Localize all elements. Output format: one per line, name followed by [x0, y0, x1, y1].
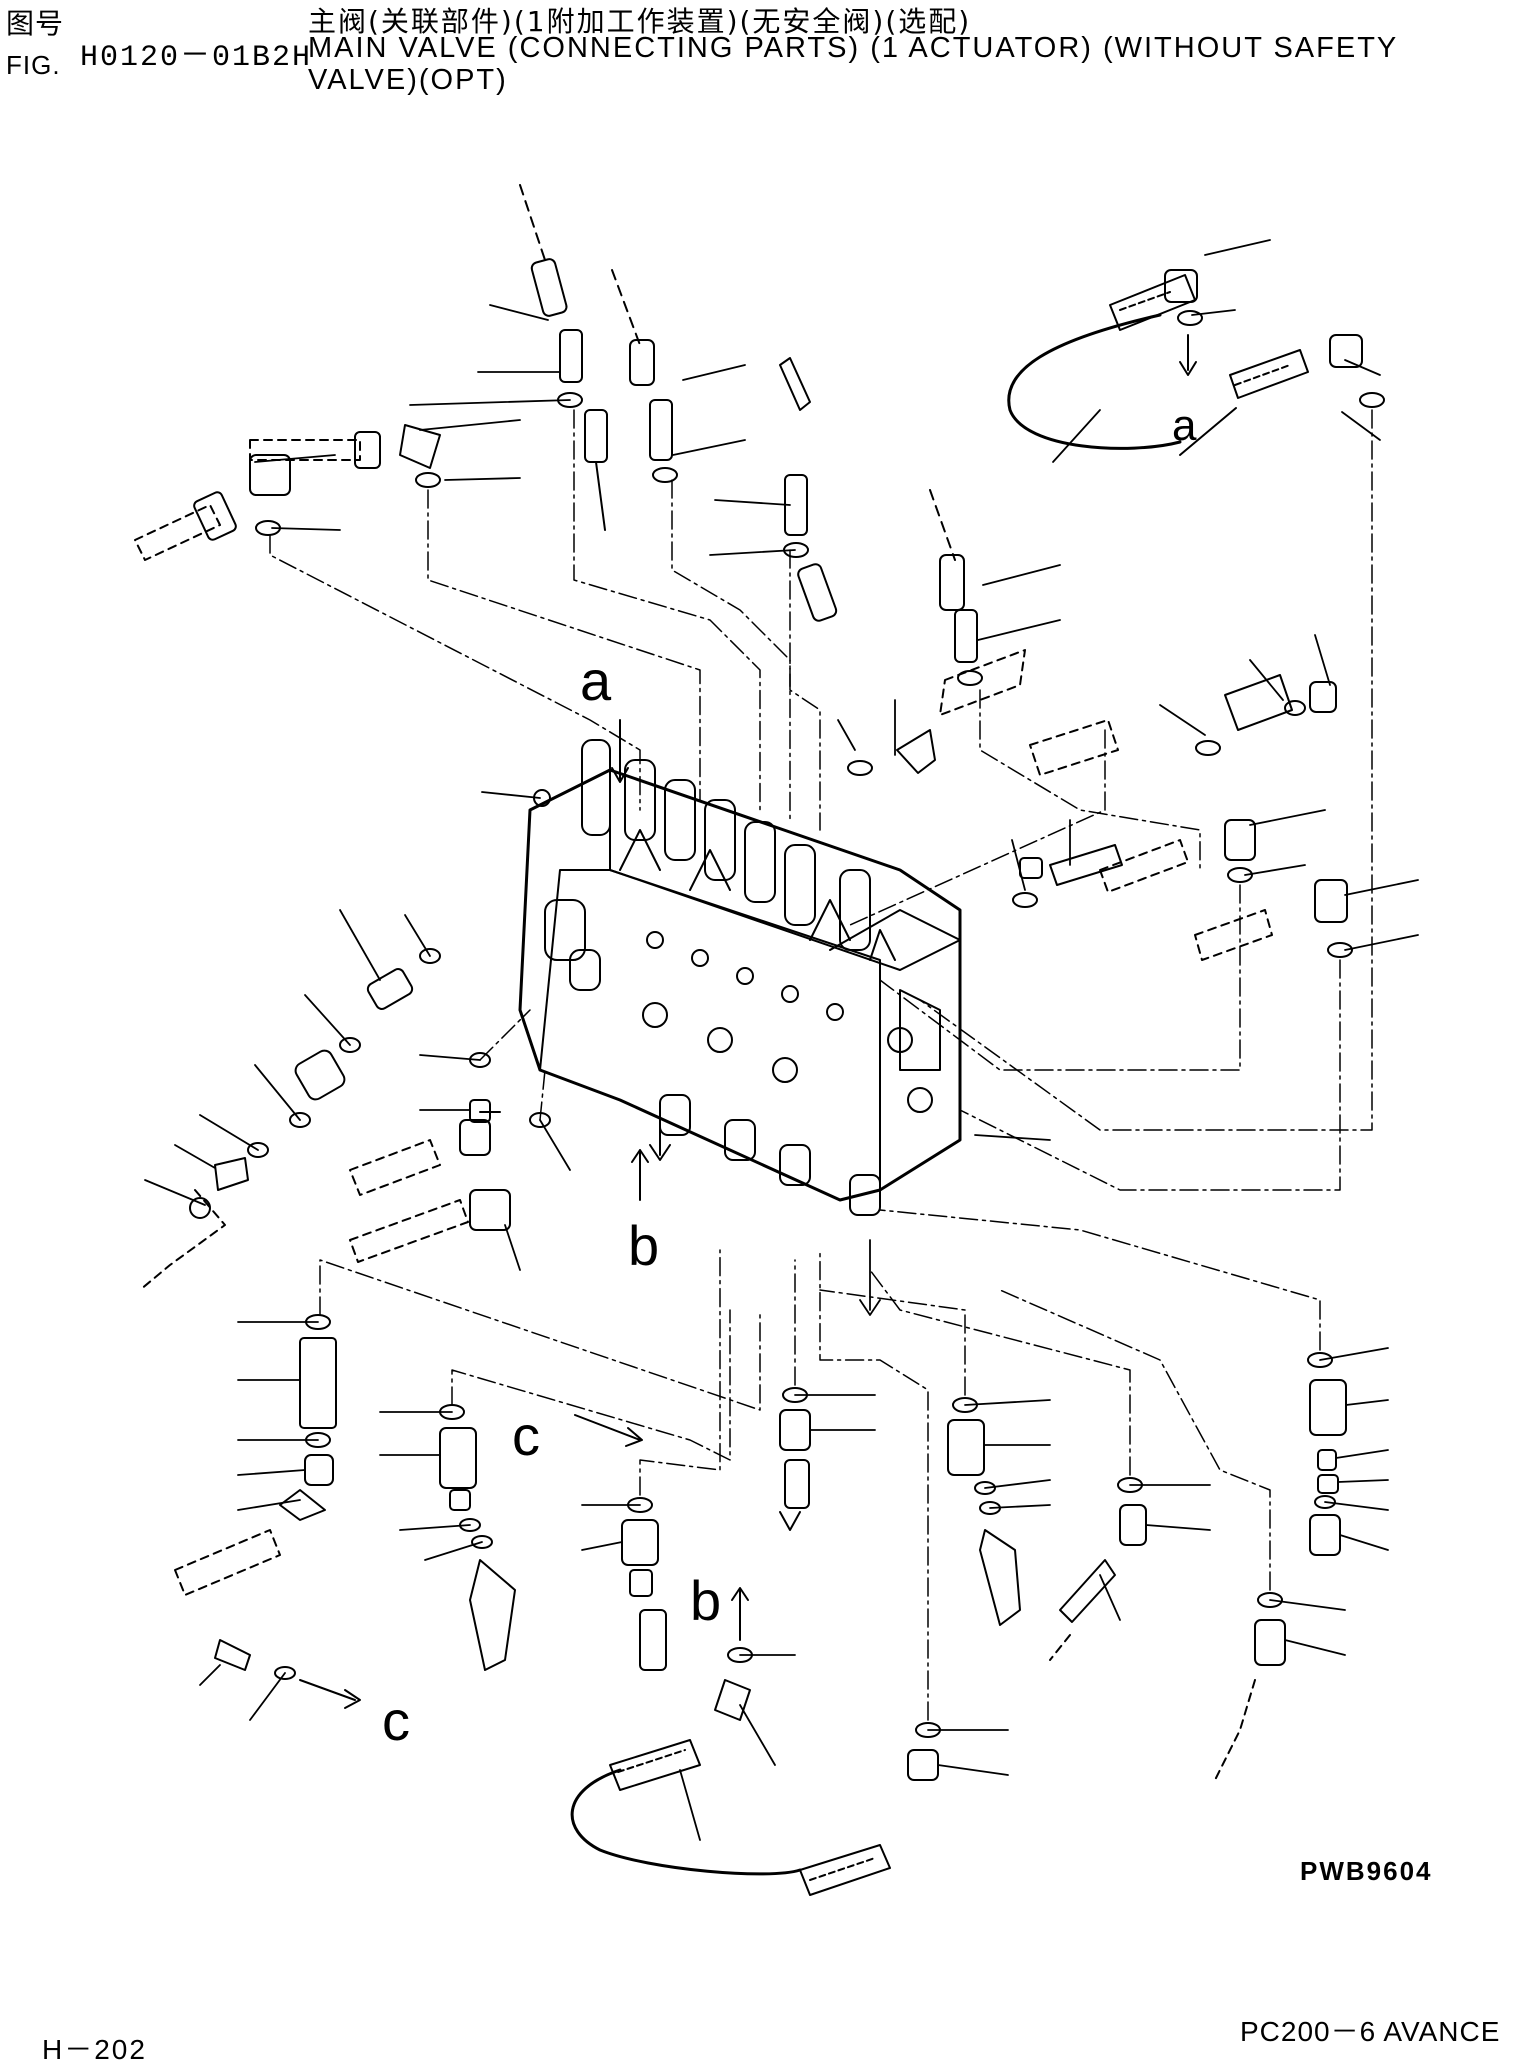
- title-cn: 主阀(关联部件)(1附加工作装置)(无安全阀)(选配): [308, 5, 972, 38]
- lower-left-fittings: [174, 1314, 516, 1709]
- fig-label-cn: 图号: [6, 7, 65, 40]
- fig-code: H0120－01B2H: [80, 41, 313, 75]
- title-en: MAIN VALVE (CONNECTING PARTS) (1 ACTUATO…: [308, 32, 1398, 96]
- lower-right-fittings: [947, 1352, 1347, 1781]
- fig-label-en: FIG.: [6, 50, 61, 80]
- lower-center-fittings: [570, 1387, 941, 1896]
- page-number: H－202: [42, 2034, 147, 2065]
- right-side-fittings: [1012, 674, 1353, 961]
- header: 图号 FIG. H0120－01B2H 主阀(关联部件)(1附加工作装置)(无安…: [0, 0, 1524, 110]
- machine-model: PC200－6 AVANCE: [1240, 2016, 1501, 2047]
- routing-lines: [269, 409, 1373, 1721]
- left-side-fittings: [139, 789, 671, 1291]
- drawing-code: PWB9604: [1300, 1856, 1433, 1886]
- ref-label-b: b: [628, 1214, 659, 1277]
- exploded-parts-diagram: a a b b c c PWB9604: [134, 184, 1433, 1896]
- upper-right-hose: [1007, 269, 1385, 456]
- ref-label-c: c: [512, 1404, 540, 1467]
- top-fittings: [134, 184, 1026, 776]
- ref-label-c-lower: c: [382, 1689, 410, 1752]
- ref-label-a: a: [580, 649, 612, 712]
- direction-arrows: [574, 719, 649, 1447]
- leader-lines: [144, 239, 1419, 1841]
- main-valve-body: [518, 739, 962, 1216]
- ref-label-b-lower: b: [690, 1569, 721, 1632]
- ref-label-a-hose: a: [1172, 401, 1197, 450]
